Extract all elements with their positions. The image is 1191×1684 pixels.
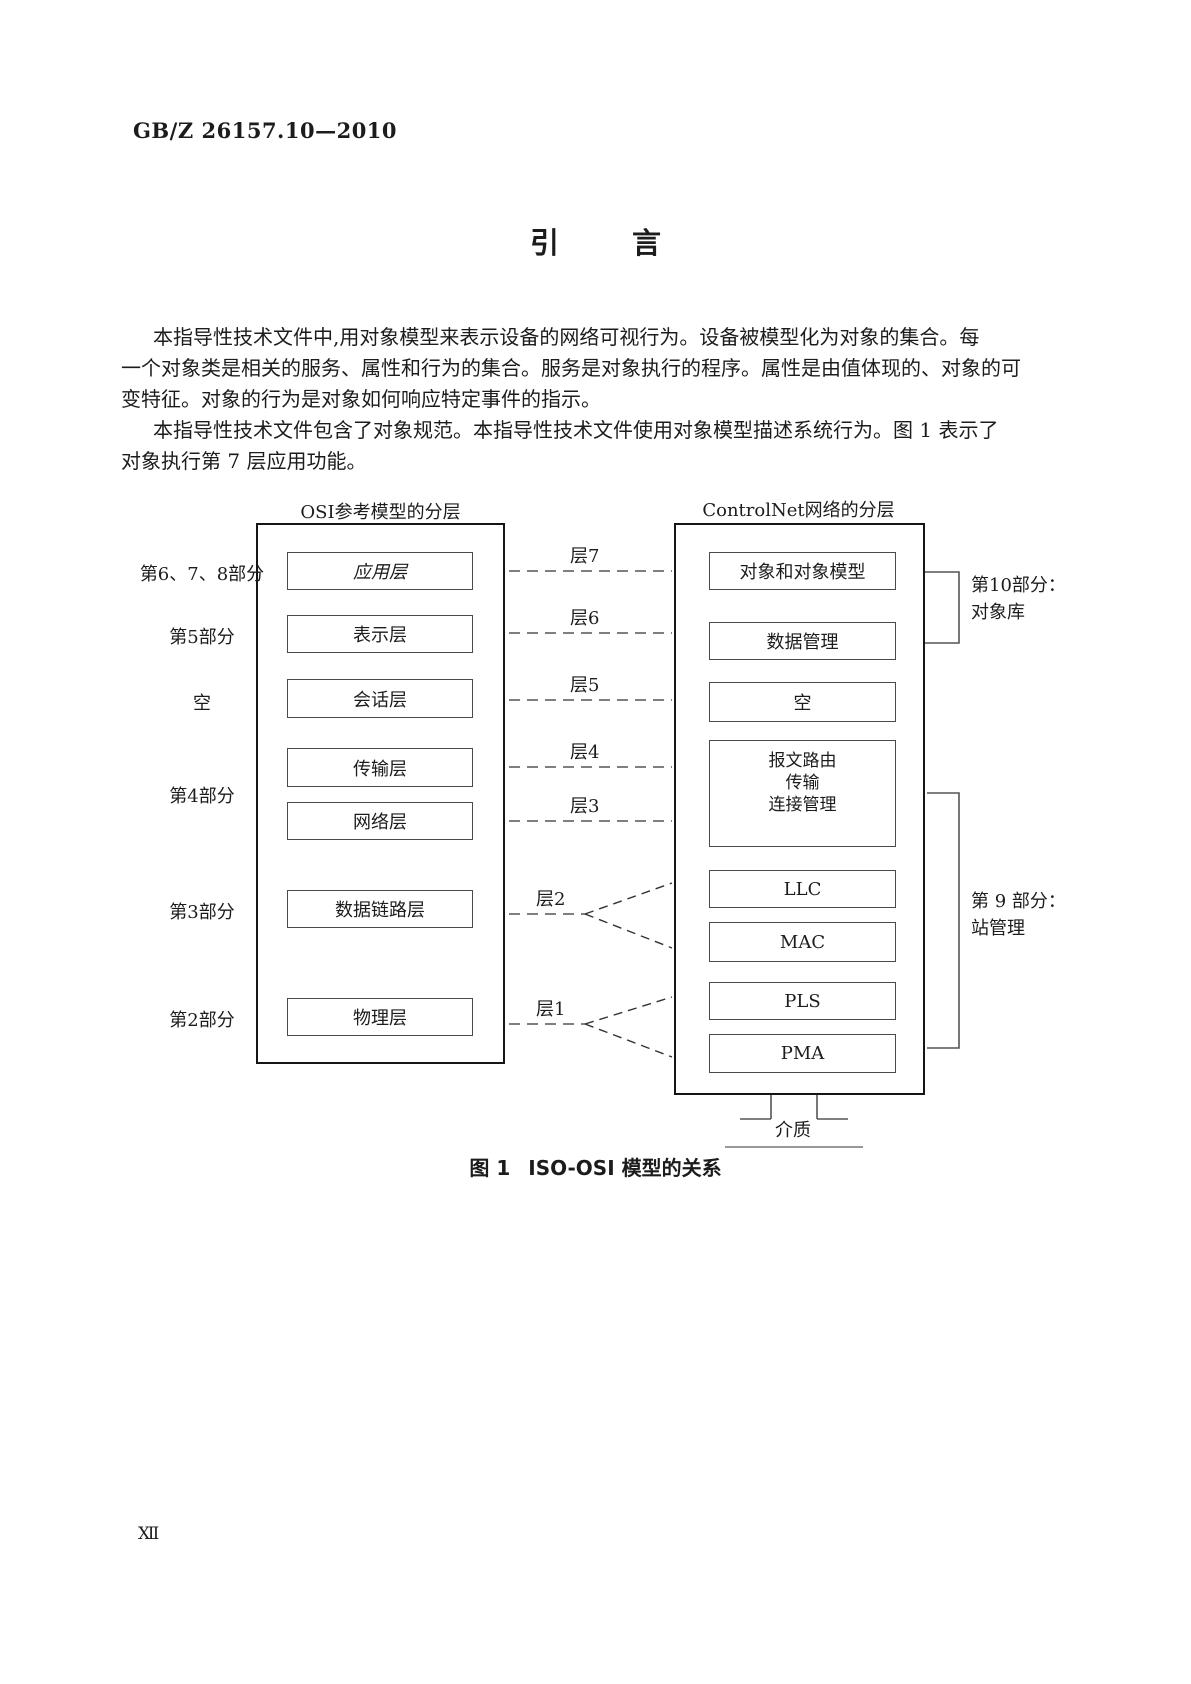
cn-box-llc: LLC bbox=[709, 870, 896, 908]
layer1-fork-upper bbox=[584, 996, 673, 1025]
osi-layer-box-presentation: 表示层 bbox=[287, 615, 473, 653]
layer1-fork-lower bbox=[584, 1023, 673, 1058]
part9-label-line2: 站管理 bbox=[971, 918, 1025, 939]
cn-box-message-routing: 报文路由 传输 连接管理 bbox=[709, 740, 896, 847]
cn-box-data-management: 数据管理 bbox=[709, 622, 896, 660]
paragraph-line: 本指导性技术文件中,用对象模型来表示设备的网络可视行为。设备被模型化为对象的集合… bbox=[153, 325, 980, 349]
doc-code: GB/Z 26157.10—2010 bbox=[133, 118, 398, 143]
paragraph-line: 一个对象类是相关的服务、属性和行为的集合。服务是对象执行的程序。属性是由值体现的… bbox=[121, 356, 1021, 380]
figure-caption-text: ISO-OSI 模型的关系 bbox=[528, 1156, 722, 1180]
controlnet-column-header: ControlNet网络的分层 bbox=[702, 500, 895, 521]
part-label-2: 第2部分 bbox=[169, 1010, 235, 1031]
layer6-label: 层6 bbox=[570, 608, 600, 629]
layer2-label: 层2 bbox=[536, 889, 566, 910]
part-label-null: 空 bbox=[193, 693, 211, 714]
layer1-label: 层1 bbox=[536, 999, 566, 1020]
routing-line: 连接管理 bbox=[768, 795, 837, 815]
osi-layer-box-network: 网络层 bbox=[287, 802, 473, 840]
osi-layer-box-datalink: 数据链路层 bbox=[287, 890, 473, 928]
osi-layer-box-physical: 物理层 bbox=[287, 998, 473, 1036]
osi-outer-box bbox=[256, 523, 505, 1064]
part9-bracket bbox=[927, 792, 960, 1049]
layer3-label: 层3 bbox=[570, 796, 600, 817]
part10-label-line2: 对象库 bbox=[971, 602, 1025, 623]
layer5-label: 层5 bbox=[570, 675, 600, 696]
media-label: 介质 bbox=[775, 1120, 811, 1141]
page-number: Ⅻ bbox=[138, 1524, 160, 1544]
part10-bracket bbox=[925, 571, 960, 644]
routing-line: 传输 bbox=[785, 773, 820, 793]
osi-layer-box-application: 应用层 bbox=[287, 552, 473, 590]
cn-box-pls: PLS bbox=[709, 982, 896, 1020]
part-label-6-7-8: 第6、7、8部分 bbox=[139, 564, 265, 585]
part10-label: 第10部分： 对象库 bbox=[971, 572, 1066, 626]
figure-caption-number: 图 1 bbox=[469, 1156, 511, 1180]
paragraph-line: 对象执行第 7 层应用功能。 bbox=[121, 449, 367, 473]
figure-caption: 图 1 ISO-OSI 模型的关系 bbox=[0, 1152, 1191, 1181]
paragraph-line: 变特征。对象的行为是对象如何响应特定事件的指示。 bbox=[121, 387, 601, 411]
cn-box-mac: MAC bbox=[709, 922, 896, 962]
layer7-label: 层7 bbox=[570, 546, 600, 567]
routing-line: 报文路由 bbox=[768, 751, 837, 771]
part-label-5: 第5部分 bbox=[169, 627, 235, 648]
osi-column-header: OSI参考模型的分层 bbox=[300, 502, 461, 523]
osi-layer-box-session: 会话层 bbox=[287, 679, 473, 718]
paragraph-line: 本指导性技术文件包含了对象规范。本指导性技术文件使用对象模型描述系统行为。图 1… bbox=[153, 418, 999, 442]
part-label-4: 第4部分 bbox=[169, 786, 235, 807]
layer2-fork-upper bbox=[584, 882, 673, 915]
part9-label: 第 9 部分： 站管理 bbox=[971, 888, 1066, 942]
page-title-char-2: 言 bbox=[632, 226, 662, 260]
cn-box-object-model: 对象和对象模型 bbox=[709, 552, 896, 590]
osi-layer-box-transport: 传输层 bbox=[287, 748, 473, 787]
page-title: 引 言 bbox=[0, 220, 1191, 262]
part9-label-line1: 第 9 部分： bbox=[971, 891, 1066, 912]
cn-box-pma: PMA bbox=[709, 1034, 896, 1073]
page-title-char-1: 引 bbox=[529, 226, 559, 260]
intro-text: 本指导性技术文件中,用对象模型来表示设备的网络可视行为。设备被模型化为对象的集合… bbox=[121, 322, 1071, 477]
cn-box-null: 空 bbox=[709, 682, 896, 722]
part-label-3: 第3部分 bbox=[169, 902, 235, 923]
part10-label-line1: 第10部分： bbox=[971, 575, 1066, 596]
cn-box-message-routing-text: 报文路由 传输 连接管理 bbox=[769, 741, 837, 816]
fork-dash-lines bbox=[584, 882, 673, 1058]
layer2-fork-lower bbox=[584, 913, 673, 949]
layer4-label: 层4 bbox=[570, 742, 600, 763]
